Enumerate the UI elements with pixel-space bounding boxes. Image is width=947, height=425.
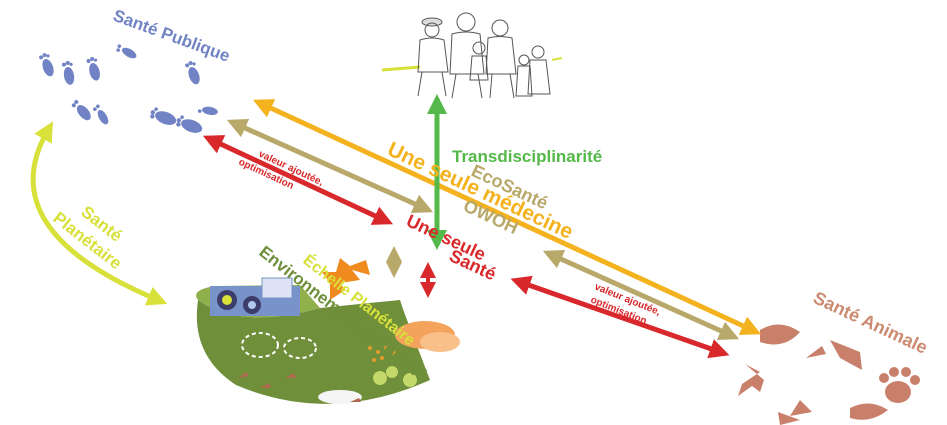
- family-group-icon: [381, 12, 563, 99]
- one-health-arrow-upper: [202, 135, 394, 225]
- human-footprints-icon: [39, 44, 218, 133]
- env-link-icon: [386, 246, 436, 298]
- planetary-public-arrow: [30, 121, 168, 306]
- animal-tracks-icon: [738, 324, 920, 425]
- one-health-arrow-lower: [510, 275, 730, 359]
- label-transdisciplinarite: Transdisciplinarité: [452, 147, 602, 166]
- label-sante-animale: Santé Animale: [810, 287, 930, 357]
